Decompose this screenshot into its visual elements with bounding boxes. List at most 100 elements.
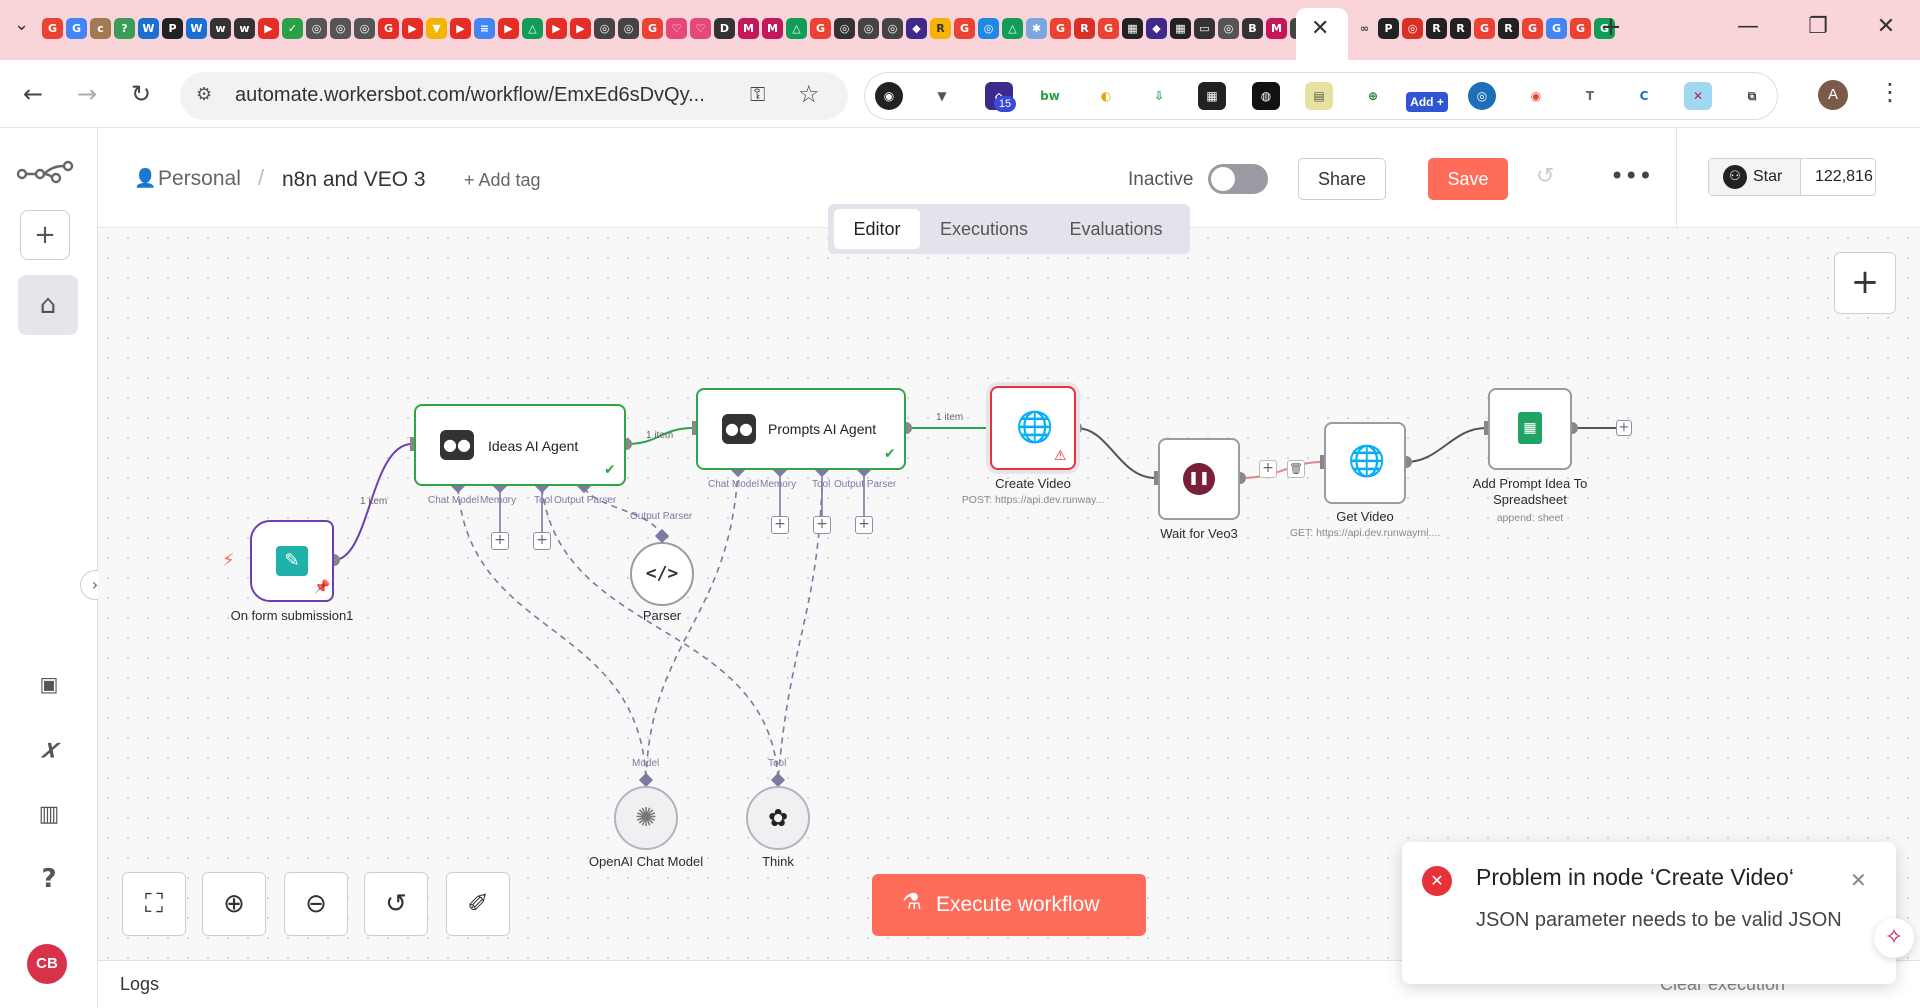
workflow-name[interactable]: n8n and VEO 3 <box>282 168 426 191</box>
edge-create-to-wait[interactable] <box>1075 427 1157 479</box>
brain-icon[interactable]: ✿ <box>746 786 810 850</box>
extension-icon[interactable]: ⇩ <box>1145 82 1173 110</box>
tab-favicon[interactable]: ◎ <box>618 18 639 39</box>
back-icon[interactable]: ← <box>22 80 44 108</box>
tab-favicon[interactable]: ▭ <box>1194 18 1215 39</box>
logs-label[interactable]: Logs <box>120 974 160 994</box>
tab-favicon[interactable]: G <box>1474 18 1495 39</box>
profile-avatar[interactable]: A <box>1818 80 1848 110</box>
tab-favicon[interactable]: G <box>66 18 87 39</box>
tab-favicon[interactable]: ✱ <box>1026 18 1047 39</box>
password-key-icon[interactable]: ⚿ <box>750 82 766 106</box>
edge-add-node-button[interactable]: + <box>1259 460 1277 478</box>
reload-icon[interactable]: ↻ <box>130 80 152 108</box>
history-icon[interactable]: ↺ <box>1536 164 1555 189</box>
tab-favicon[interactable]: ▦ <box>1122 18 1143 39</box>
tab-favicon[interactable]: ◆ <box>1146 18 1167 39</box>
tab-favicon[interactable]: G <box>378 18 399 39</box>
extension-icon[interactable]: ◐ <box>1092 82 1120 110</box>
extension-icon[interactable]: ◉ <box>1522 82 1550 110</box>
tab-favicon[interactable]: G <box>1546 18 1567 39</box>
add-workflow-button[interactable]: + <box>20 210 70 260</box>
tab-favicon[interactable]: ♡ <box>666 18 687 39</box>
tab-favicon[interactable]: ◎ <box>1402 18 1423 39</box>
tab-favicon[interactable]: ◎ <box>330 18 351 39</box>
minimize-icon[interactable]: — <box>1737 14 1759 39</box>
help-icon[interactable]: ? <box>41 864 57 894</box>
save-button[interactable]: Save <box>1428 158 1508 200</box>
node-parser[interactable]: </> <box>630 542 694 606</box>
url-text[interactable]: automate.workersbot.com/workflow/EmxEd6s… <box>235 84 705 106</box>
tab-favicon[interactable]: ◎ <box>858 18 879 39</box>
tab-favicon[interactable]: ◎ <box>354 18 375 39</box>
templates-box-icon[interactable]: ▣ <box>39 672 59 696</box>
tab-favicon[interactable]: R <box>1426 18 1447 39</box>
tab-favicon[interactable]: ≡ <box>474 18 495 39</box>
node-form-trigger[interactable] <box>250 520 334 602</box>
input-handle[interactable] <box>1484 421 1490 435</box>
tab-favicon[interactable]: ▶ <box>570 18 591 39</box>
edge-ideas-to-prompts[interactable] <box>625 427 695 445</box>
tab-favicon[interactable]: △ <box>786 18 807 39</box>
extension-icon[interactable]: ⊕ <box>1359 82 1387 110</box>
edge-form-to-ideas[interactable] <box>333 443 413 561</box>
add-tool-button[interactable]: + <box>533 532 551 550</box>
tab-favicon[interactable]: ◎ <box>978 18 999 39</box>
tab-favicon[interactable]: M <box>738 18 759 39</box>
extension-icon[interactable]: ◎ <box>1468 82 1496 110</box>
new-tab-icon[interactable]: + <box>1600 12 1622 42</box>
tidy-up-icon[interactable]: ✐ <box>446 872 510 936</box>
input-handle[interactable] <box>410 437 416 451</box>
tab-favicon[interactable]: G <box>1594 18 1615 39</box>
edge-get-to-sheet[interactable] <box>1405 427 1487 463</box>
extension-icon[interactable]: ▼ <box>928 82 956 110</box>
edge-prompts-tool-to-think[interactable] <box>777 487 823 781</box>
extension-icon[interactable]: bw <box>1036 82 1064 110</box>
zoom-out-icon[interactable]: ⊖ <box>284 872 348 936</box>
toast-close-icon[interactable]: ✕ <box>1850 868 1867 892</box>
tab-favicon[interactable]: R <box>1450 18 1471 39</box>
forward-icon[interactable]: → <box>76 80 98 108</box>
tab-favicon[interactable]: G <box>42 18 63 39</box>
add-node-button[interactable]: + <box>1834 252 1896 314</box>
bookmark-star-icon[interactable]: ☆ <box>798 80 820 108</box>
edge-delete-button[interactable]: 🗑 <box>1287 460 1305 478</box>
zoom-in-icon[interactable]: ⊕ <box>202 872 266 936</box>
tab-favicon[interactable]: B <box>1242 18 1263 39</box>
tab-favicon[interactable]: W <box>138 18 159 39</box>
tab-favicon[interactable]: ▦ <box>1170 18 1191 39</box>
tab-executions[interactable]: Executions <box>939 219 1029 239</box>
github-star-widget[interactable]: ⚇ Star 122,816 <box>1708 158 1876 196</box>
restore-icon[interactable]: ❐ <box>1808 14 1828 39</box>
input-handle[interactable] <box>986 421 992 435</box>
input-handle[interactable] <box>692 421 698 435</box>
add-next-node-button[interactable]: + <box>1616 420 1632 436</box>
input-handle[interactable] <box>1154 471 1160 485</box>
tab-favicon[interactable]: ◎ <box>306 18 327 39</box>
edge-wait-to-get[interactable] <box>1239 461 1323 479</box>
edge-ideas-chatmodel-to-openai[interactable] <box>457 487 647 781</box>
add-memory-button[interactable]: + <box>771 516 789 534</box>
extension-icon[interactable]: T <box>1576 82 1604 110</box>
fit-view-icon[interactable]: ⛶ <box>122 872 186 936</box>
tab-favicon[interactable]: R <box>930 18 951 39</box>
tab-favicon[interactable]: G <box>1098 18 1119 39</box>
tab-favicon[interactable]: c <box>90 18 111 39</box>
tab-favicon[interactable]: ? <box>114 18 135 39</box>
extension-icon[interactable]: ▦ <box>1198 82 1226 110</box>
tab-favicon[interactable]: ◎ <box>1218 18 1239 39</box>
extension-icon[interactable]: ◍ <box>1252 82 1280 110</box>
add-extension-badge[interactable]: Add + <box>1406 92 1448 112</box>
tab-favicon[interactable]: P <box>162 18 183 39</box>
tab-favicon[interactable]: W <box>186 18 207 39</box>
input-handle[interactable] <box>1320 455 1326 469</box>
extension-icon[interactable]: ▤ <box>1305 82 1333 110</box>
n8n-logo-icon[interactable] <box>16 160 76 186</box>
tab-favicon[interactable]: ◎ <box>882 18 903 39</box>
active-tab[interactable] <box>1296 8 1348 60</box>
tab-favicon[interactable]: G <box>1570 18 1591 39</box>
reset-zoom-icon[interactable]: ↺ <box>364 872 428 936</box>
tab-favicon[interactable]: ▶ <box>498 18 519 39</box>
tab-favicon[interactable]: △ <box>522 18 543 39</box>
site-info-icon[interactable]: ⚙ <box>196 84 213 105</box>
